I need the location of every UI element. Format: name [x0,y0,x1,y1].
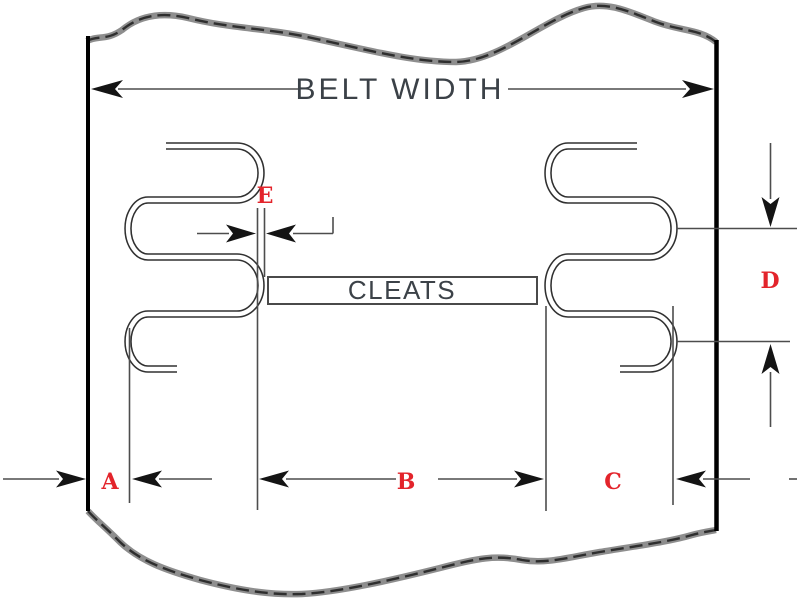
dim-e-arrow-right-icon [266,224,296,243]
belt-width-arrow-left-icon [91,80,123,98]
top-break-line [85,2,719,66]
cleats-label: CLEATS [348,275,456,305]
bottom-break-line [85,508,717,598]
dim-a-group: A [3,469,212,495]
belt-width-label: BELT WIDTH [296,73,505,106]
dim-b-group: B [259,469,544,495]
dim-d-arrow-down-icon [761,197,780,227]
cleats-rectangle [267,276,538,305]
dim-c-group: C [604,469,797,495]
dim-a-label: A [100,469,119,495]
belt-width-arrow-right-icon [682,80,714,98]
left-corrugated-sidewall [124,142,265,373]
dim-e-group: E [197,183,334,243]
belt-width-dimension: BELT WIDTH [91,73,714,106]
dim-b-arrow-left-icon [259,470,289,488]
dim-a-arrow-left-icon [132,470,162,488]
dim-d-label: D [760,268,779,294]
dim-d-group: D [677,143,797,427]
dim-b-arrow-right-icon [514,470,544,488]
dim-e-label: E [257,183,274,209]
dim-b-label: B [397,469,416,495]
cleats-box: CLEATS [267,275,538,305]
dim-a-arrow-right-icon [56,470,86,488]
right-corrugated-sidewall [544,142,678,373]
dim-c-label: C [604,469,622,495]
dim-d-arrow-up-icon [761,344,780,374]
dim-c-arrow-left-icon [676,470,706,488]
dim-e-arrow-left-icon [226,224,256,243]
